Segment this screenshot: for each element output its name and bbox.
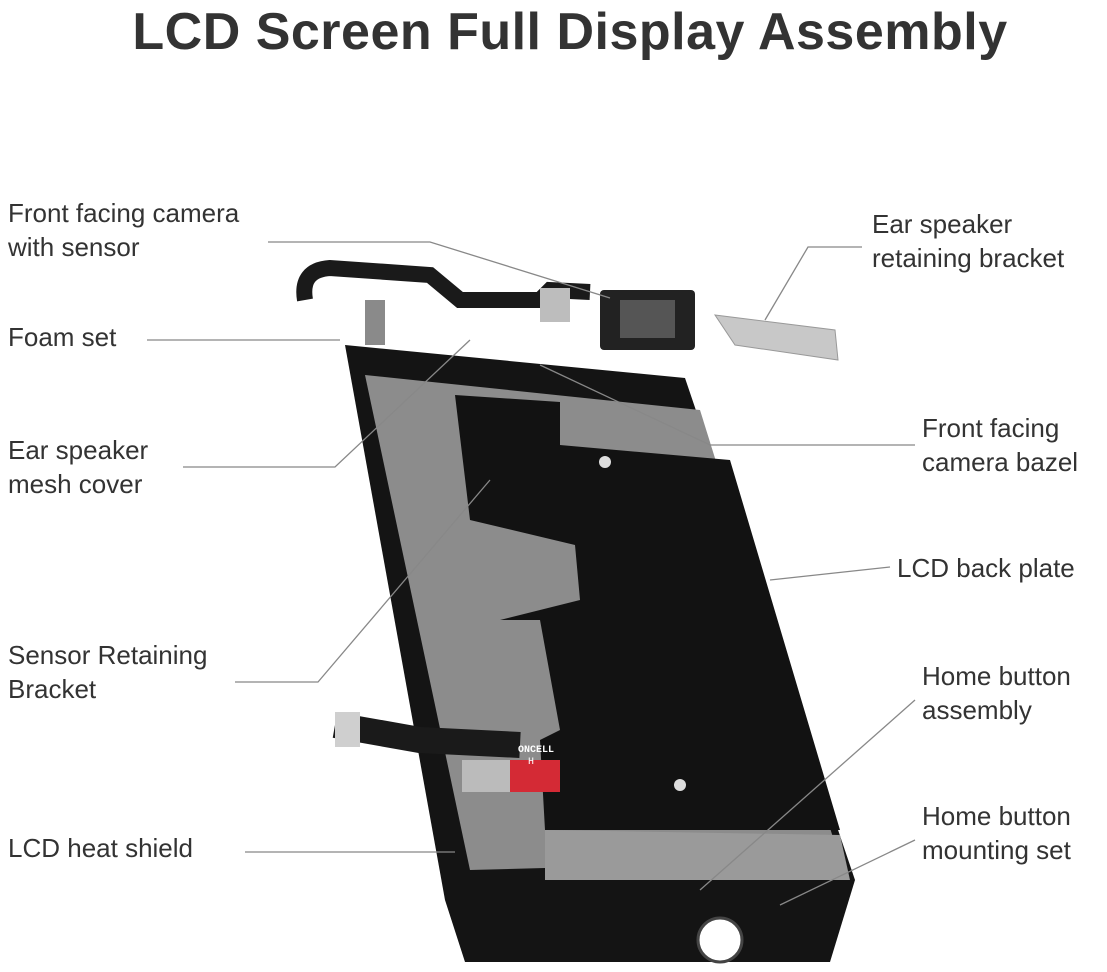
camera-sensor (540, 288, 570, 322)
red-sticker (510, 760, 560, 792)
label-mesh-cover: Ear speaker mesh cover (8, 435, 149, 499)
leader-ear-bracket (764, 246, 862, 321)
plate-hole (599, 456, 611, 468)
foam-piece (365, 300, 385, 345)
leader-home-mounting (779, 839, 916, 906)
flex-brand-text: ONCELL (518, 745, 554, 756)
label-ear-bracket: Ear speaker retaining bracket (872, 209, 1065, 273)
leader-sensor-bracket (235, 479, 491, 683)
leader-camera-bazel (539, 364, 915, 446)
label-home-mounting: Home button mounting set (922, 801, 1071, 865)
ear-speaker-bracket (713, 314, 839, 361)
leader-mesh-cover (183, 339, 471, 468)
page-title: LCD Screen Full Display Assembly (132, 3, 1008, 61)
label-camera-bazel: Front facing camera bazel (922, 413, 1079, 477)
home-button-plate (545, 830, 850, 880)
label-back-plate: LCD back plate (897, 553, 1075, 583)
leader-back-plate (769, 566, 891, 581)
label-front-camera: Front facing camera with sensor (8, 198, 240, 262)
label-foam-set: Foam set (8, 322, 117, 352)
lcd-back-plate-black (455, 395, 840, 830)
leader-front-camera (268, 241, 611, 299)
home-button-hole (696, 916, 744, 964)
home-flex-cable (332, 712, 521, 758)
silver-sticker (462, 760, 510, 792)
leader-lines (147, 241, 916, 906)
label-home-assembly: Home button assembly (922, 661, 1071, 725)
leader-home-assembly (699, 699, 916, 891)
ear-speaker-grille (620, 300, 675, 338)
flex-connector (335, 712, 360, 747)
plate-hole (674, 779, 686, 791)
label-heat-shield: LCD heat shield (8, 833, 193, 863)
camera-flex-cable (296, 259, 591, 308)
flex-mark-text: H (528, 757, 534, 768)
label-sensor-bracket: Sensor Retaining Bracket (8, 640, 208, 704)
